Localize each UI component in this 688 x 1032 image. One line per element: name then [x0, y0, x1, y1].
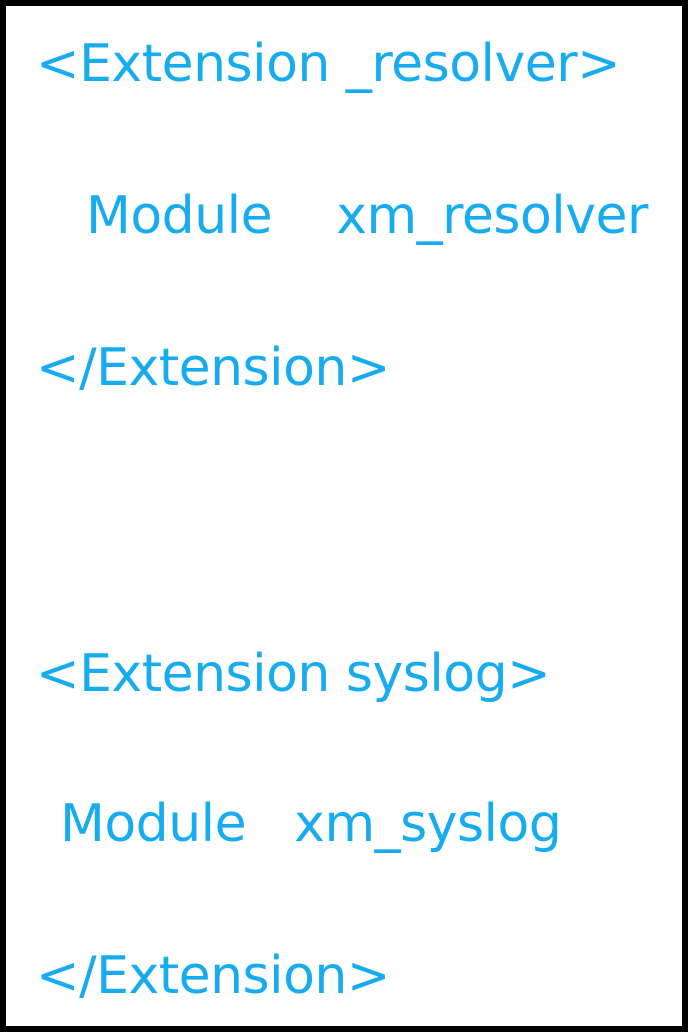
extension-close-tag-resolver: </Extension> [36, 338, 390, 398]
module-directive-resolver: Module xm_resolver [86, 186, 648, 246]
extension-open-tag-resolver: <Extension _resolver> [36, 34, 621, 94]
module-directive-syslog: Module xm_syslog [60, 794, 562, 854]
extension-close-tag-syslog: </Extension> [36, 946, 390, 1006]
extension-open-tag-syslog: <Extension syslog> [36, 644, 551, 704]
block-separator-gap [6, 416, 682, 616]
